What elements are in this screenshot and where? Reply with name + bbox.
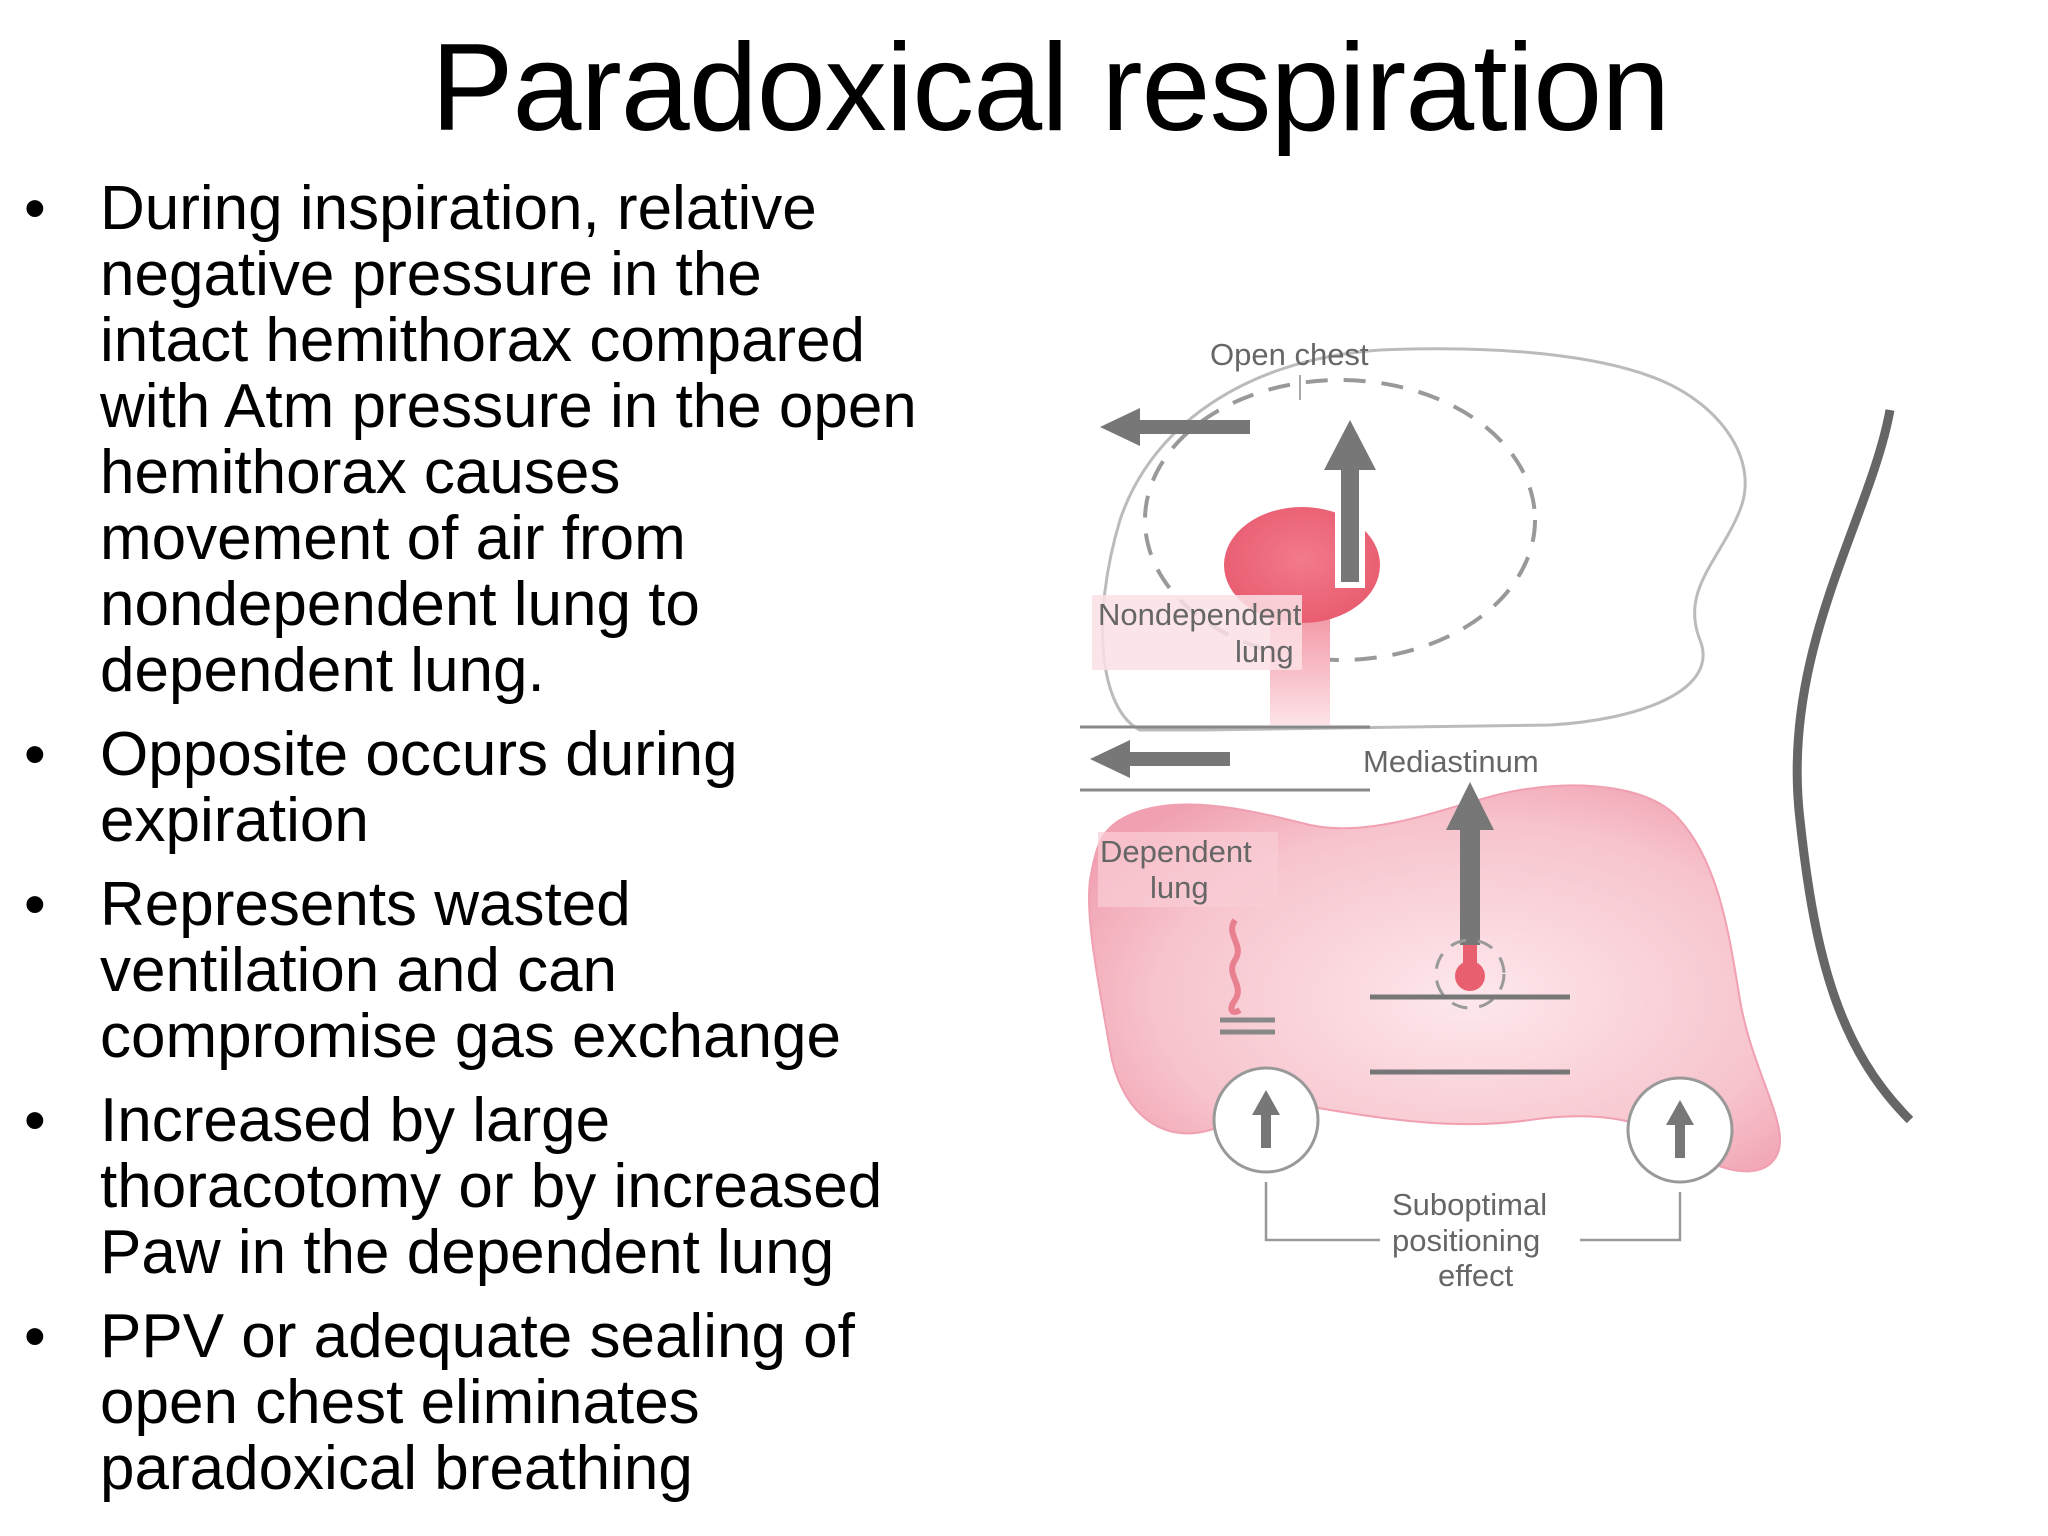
- bullet-text-line: thoracotomy or by increased: [100, 1152, 883, 1221]
- bullet-text-line: dependent lung.: [100, 636, 545, 705]
- label-nondependent-lung-line2: lung: [1235, 634, 1294, 669]
- pressure-arrow-right-shaft: [1675, 1120, 1685, 1158]
- bullet-text-line: paradoxical breathing: [100, 1434, 693, 1503]
- bullet-text-line: movement of air from: [100, 504, 686, 573]
- up-arrow-head-lower-icon: [1446, 782, 1494, 830]
- label-suboptimal-line1: Suboptimal: [1392, 1187, 1547, 1222]
- left-arrow-shaft-mid: [1125, 752, 1230, 766]
- pressure-arrow-left-icon: [1252, 1090, 1280, 1115]
- bullet-dot: •: [24, 870, 46, 939]
- bullet-text-line: negative pressure in the: [100, 240, 762, 309]
- label-nondependent-lung-line1: Nondependent: [1098, 597, 1302, 632]
- label-mediastinum: Mediastinum: [1363, 744, 1539, 779]
- label-open-chest: Open chest: [1210, 337, 1369, 372]
- bullet-dot: •: [24, 720, 46, 789]
- bullet-item: • Represents wasted ventilation and can …: [20, 872, 1030, 1070]
- dependent-lung-label-box: [1098, 832, 1278, 907]
- bullet-text-line: ventilation and can: [100, 936, 618, 1005]
- up-arrow-shaft: [1335, 462, 1365, 588]
- bullet-text-line: with Atm pressure in the open: [100, 372, 917, 441]
- squiggle-airway-icon: [1228, 918, 1242, 1015]
- dependent-alveolus-ring: [1434, 938, 1506, 1010]
- bullet-text-line: Paw in the dependent lung: [100, 1218, 835, 1287]
- bullet-text-line: Opposite occurs during: [100, 720, 738, 789]
- bullet-text-line: Increased by large: [100, 1086, 611, 1155]
- open-chest-outline: [1101, 347, 1747, 732]
- bullet-dot: •: [24, 174, 46, 243]
- bullet-text-line: compromise gas exchange: [100, 1002, 841, 1071]
- dependent-alveolus: [1455, 961, 1485, 991]
- diagram-canvas: Open chest Nondependent lung Mediastinum…: [1080, 337, 1914, 1293]
- pressure-arrow-left-shaft: [1261, 1110, 1271, 1148]
- up-arrow-head-icon: [1324, 420, 1376, 470]
- bullet-dot: •: [24, 1302, 46, 1371]
- nondependent-lung-label-box: [1092, 595, 1302, 670]
- label-dependent-lung-line2: lung: [1150, 870, 1209, 905]
- label-dependent-lung-line1: Dependent: [1100, 834, 1252, 869]
- bullet-item: • Increased by large thoracotomy or by i…: [20, 1088, 1030, 1286]
- pressure-arrow-right-icon: [1666, 1100, 1694, 1125]
- bullet-text-line: hemithorax causes: [100, 438, 621, 507]
- bullet-list: • During inspiration, relative negative …: [20, 176, 1030, 1520]
- bullet-text-line: open chest eliminates: [100, 1368, 700, 1437]
- left-arrow-head-mid-icon: [1090, 740, 1130, 778]
- slide-title: Paradoxical respiration: [430, 19, 1670, 157]
- up-arrow-shaft-lower: [1460, 825, 1480, 945]
- chest-wall-curve: [1792, 409, 1914, 1124]
- label-suboptimal-line2: positioning: [1392, 1223, 1540, 1258]
- bullet-dot: •: [24, 1086, 46, 1155]
- bullet-text-line: Represents wasted: [100, 870, 631, 939]
- left-arrow-head-icon: [1100, 408, 1140, 446]
- bullet-item: • Opposite occurs during expiration: [20, 722, 1030, 854]
- label-suboptimal-line3: effect: [1438, 1258, 1514, 1293]
- paradoxical-respiration-diagram: Open chest Nondependent lung Mediastinum…: [1080, 320, 1950, 1320]
- bullet-text-line: nondependent lung to: [100, 570, 700, 639]
- bullet-text-line: PPV or adequate sealing of: [100, 1302, 855, 1371]
- suboptimal-bracket-right: [1580, 1192, 1682, 1242]
- bullet-item: • PPV or adequate sealing of open chest …: [20, 1304, 1030, 1502]
- left-arrow-shaft-top: [1135, 420, 1250, 434]
- bullet-text-line: expiration: [100, 786, 369, 855]
- dashed-chest-boundary: [1143, 378, 1537, 662]
- bullet-item: • During inspiration, relative negative …: [20, 176, 1030, 704]
- suboptimal-bracket: [1264, 1182, 1380, 1242]
- bullet-text-line: intact hemithorax compared: [100, 306, 866, 375]
- bullet-text-line: During inspiration, relative: [100, 174, 817, 243]
